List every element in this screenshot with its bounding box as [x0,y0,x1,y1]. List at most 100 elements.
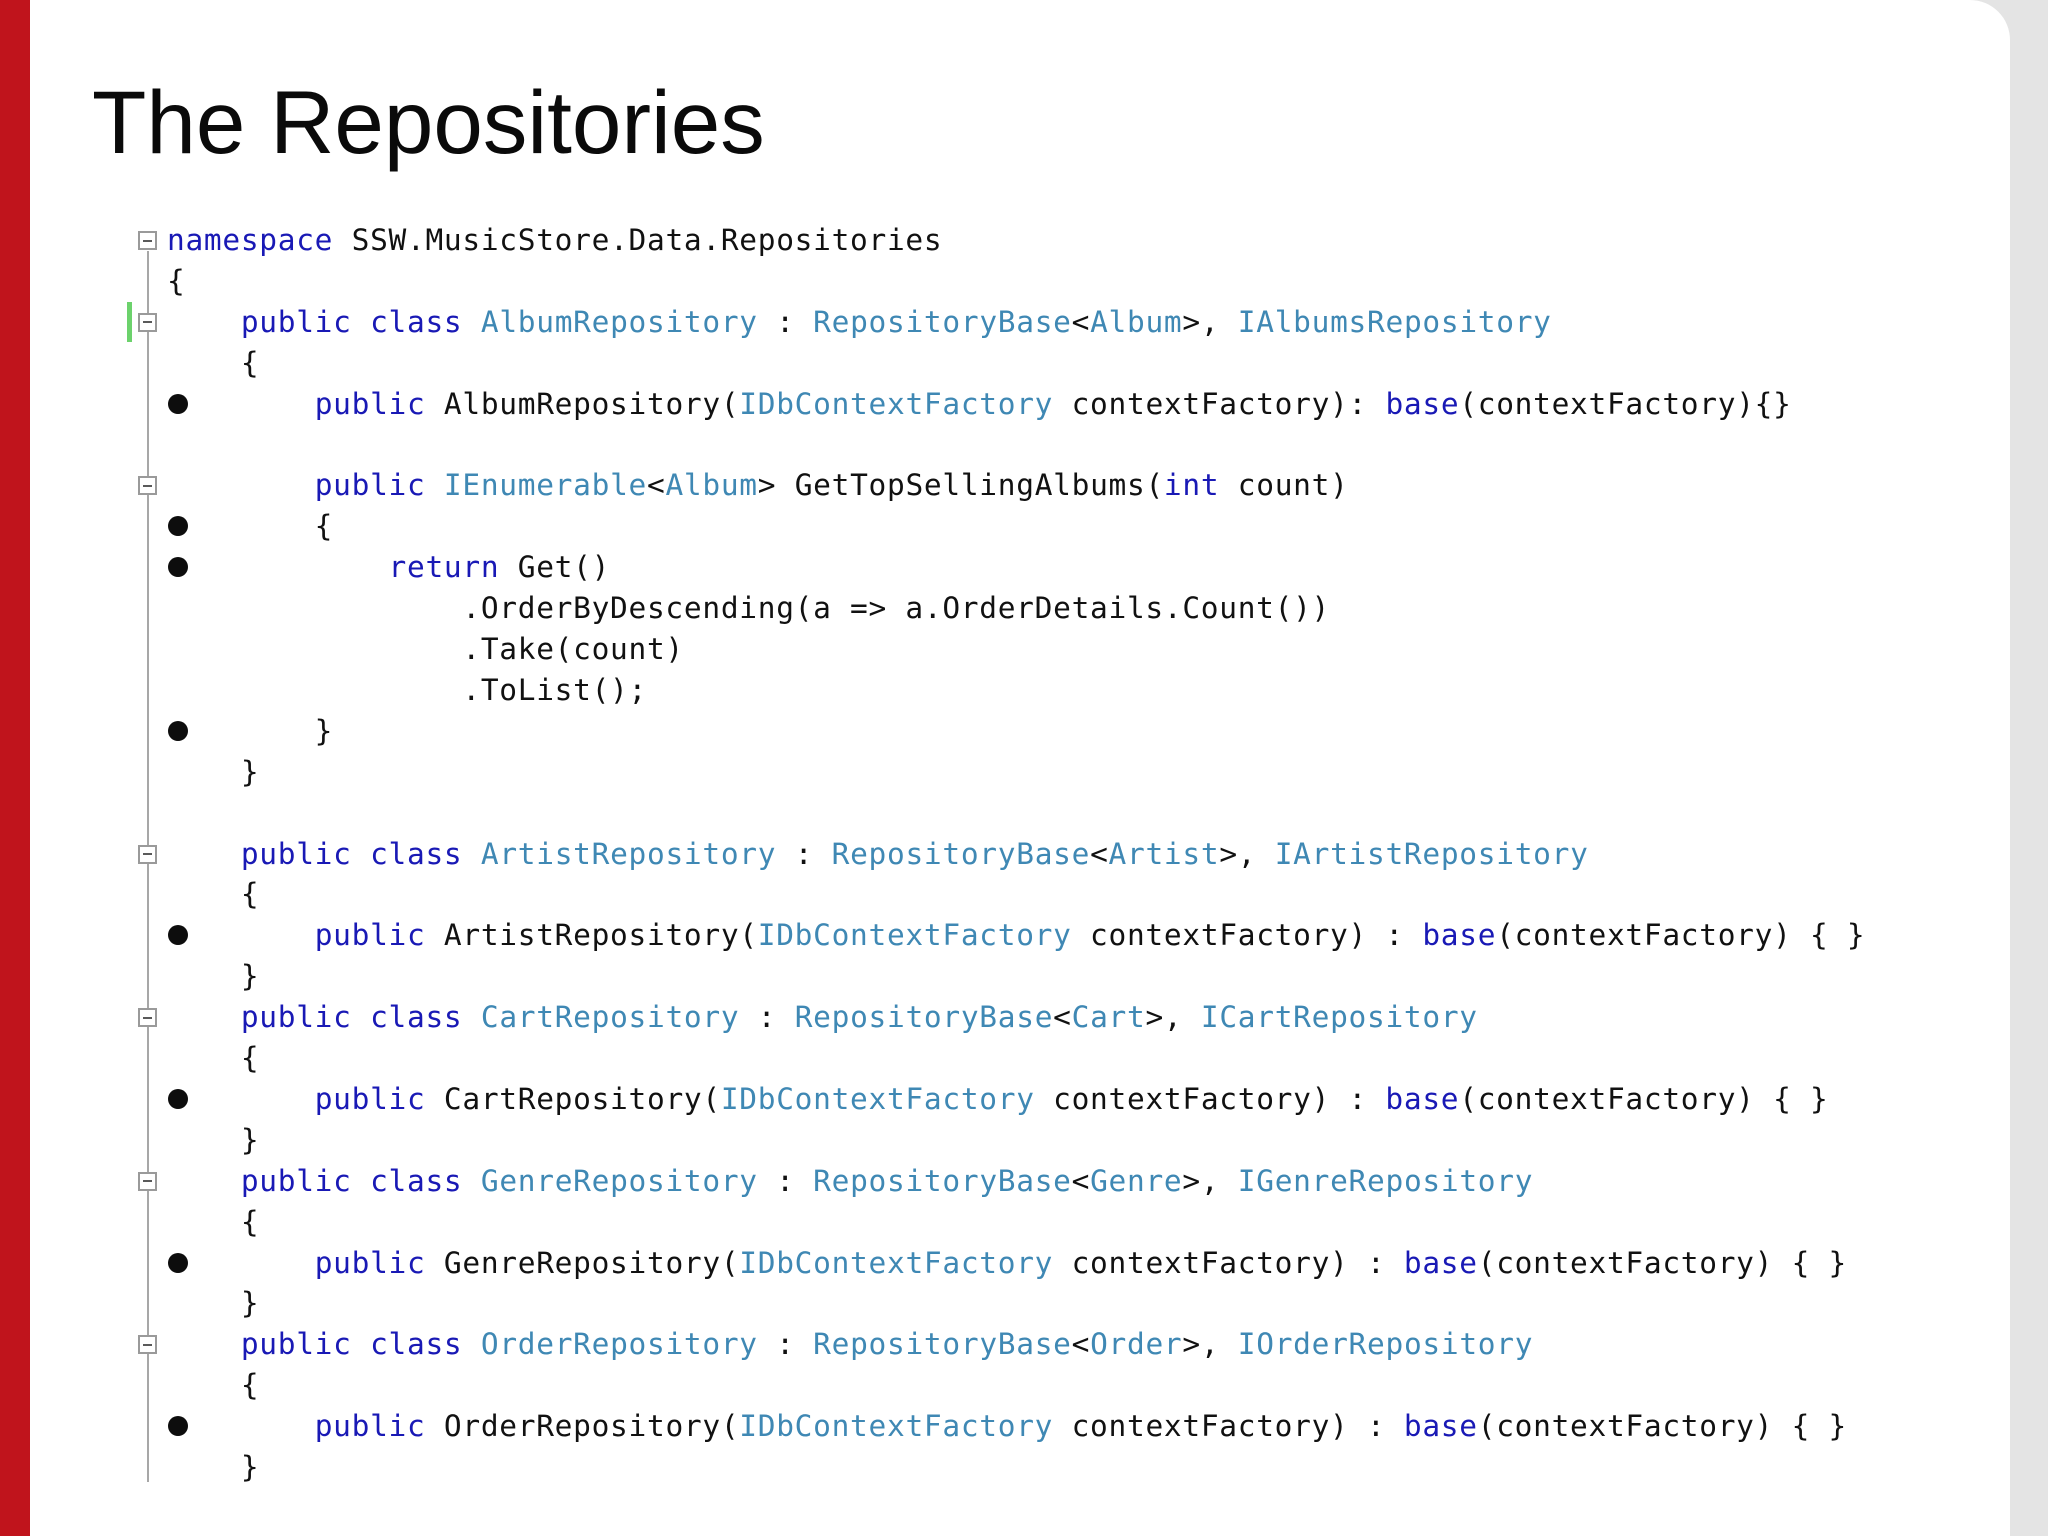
code-line: } [100,1283,1960,1323]
breakpoint-icon[interactable] [168,720,188,741]
code-text: public GenreRepository(IDbContextFactory… [167,1243,1847,1283]
code-keyword: public [314,468,426,503]
code-keyword: base [1422,918,1497,953]
code-token: < [1090,836,1109,871]
code-type: IOrderRepository [1237,1327,1534,1362]
code-token: : [739,1000,795,1035]
code-keyword: base [1385,386,1460,421]
code-type: RepositoryBase [831,836,1091,871]
code-keyword: class [370,1163,463,1198]
code-token: { [167,263,186,298]
code-line: { [100,261,1960,301]
accent-bar [0,0,30,1536]
code-text: public class AlbumRepository : Repositor… [167,302,1552,342]
breakpoint-icon[interactable] [168,1416,188,1437]
code-token: contextFactory) : [1053,1245,1404,1280]
code-line: { [100,1038,1960,1078]
code-keyword: class [370,1000,463,1035]
code-line: public class OrderRepository : Repositor… [100,1324,1960,1364]
collapse-toggle-icon[interactable] [138,312,157,332]
code-line: public OrderRepository(IDbContextFactory… [100,1406,1960,1446]
code-text: { [167,506,333,546]
code-text: return Get() [167,547,610,587]
code-line: public CartRepository(IDbContextFactory … [100,1079,1960,1119]
code-type: IDbContextFactory [739,1245,1054,1280]
code-token: < [1053,1000,1072,1035]
breakpoint-icon[interactable] [168,393,188,414]
code-line: .ToList(); [100,670,1960,710]
code-line: { [100,874,1960,914]
code-keyword: return [388,550,500,585]
code-token: SSW.MusicStore.Data.Repositories [333,223,943,257]
code-keyword: base [1403,1245,1478,1280]
code-text: public IEnumerable<Album> GetTopSellingA… [167,465,1349,505]
code-text: { [167,1365,259,1405]
code-editor: namespace SSW.MusicStore.Data.Repositori… [100,220,1960,1510]
code-token: { [167,345,260,380]
code-token: CartRepository( [425,1081,721,1116]
code-line: } [100,1120,1960,1160]
code-token [352,305,370,339]
collapse-toggle-icon[interactable] [138,844,157,864]
code-keyword: int [1163,468,1220,503]
code-type: ArtistRepository [480,836,777,871]
code-line: .OrderByDescending(a => a.OrderDetails.C… [100,588,1960,628]
code-token: Get() [499,550,611,585]
collapse-toggle-icon[interactable] [138,1171,157,1191]
code-text: public class OrderRepository : Repositor… [167,1324,1533,1364]
code-type: IDbContextFactory [739,1409,1054,1444]
code-type: IArtistRepository [1274,836,1589,871]
code-line: return Get() [100,547,1960,587]
code-token: contextFactory) : [1034,1081,1386,1116]
code-text: { [167,261,185,301]
code-text: } [167,1447,259,1487]
code-token: GenreRepository( [425,1245,740,1280]
code-token [462,1000,480,1034]
code-type: IDbContextFactory [720,1081,1035,1116]
code-token: >, [1182,304,1238,339]
code-text: public AlbumRepository(IDbContextFactory… [167,384,1792,424]
code-line: public AlbumRepository(IDbContextFactory… [100,384,1960,424]
code-text: } [167,1120,259,1160]
code-token: AlbumRepository( [425,386,740,421]
breakpoint-icon[interactable] [168,557,188,578]
code-text: .OrderByDescending(a => a.OrderDetails.C… [167,588,1330,628]
code-type: RepositoryBase [794,1000,1054,1035]
code-token [167,468,315,502]
code-token: { [167,1041,260,1075]
code-keyword: public [314,1081,426,1116]
collapse-toggle-icon[interactable] [138,1008,157,1028]
code-token: .Take(count) [167,632,684,666]
code-text: public class ArtistRepository : Reposito… [167,834,1589,874]
code-text: } [167,752,259,792]
collapse-toggle-icon[interactable] [138,1335,157,1355]
code-token: { [167,509,334,544]
code-line: { [100,1202,1960,1242]
code-token: : [757,1327,814,1362]
code-token [167,1082,315,1116]
code-type: RepositoryBase [813,304,1072,339]
collapse-toggle-icon[interactable] [138,476,157,496]
code-token: contextFactory) : [1071,918,1423,953]
code-token [352,1000,370,1034]
code-token [167,837,241,871]
breakpoint-icon[interactable] [168,1088,188,1109]
code-token: (contextFactory) { } [1477,1409,1847,1444]
slide: The Repositories namespace SSW.MusicStor… [30,0,2010,1536]
breakpoint-icon[interactable] [168,925,188,946]
code-type: Album [665,468,758,503]
code-text: public class CartRepository : Repository… [167,997,1478,1037]
code-token [352,1327,370,1361]
code-token: >, [1145,1000,1201,1035]
code-token: (contextFactory){} [1459,386,1792,421]
code-token: { [167,1368,260,1403]
code-token [352,1164,370,1198]
code-token: } [167,713,334,748]
collapse-toggle-icon[interactable] [138,231,157,250]
code-type: AlbumRepository [480,304,758,339]
code-line: public class AlbumRepository : Repositor… [100,301,1960,342]
breakpoint-icon[interactable] [168,1252,188,1273]
breakpoint-icon[interactable] [168,516,188,537]
code-token: : [757,1163,814,1198]
code-keyword: public [240,1000,352,1035]
